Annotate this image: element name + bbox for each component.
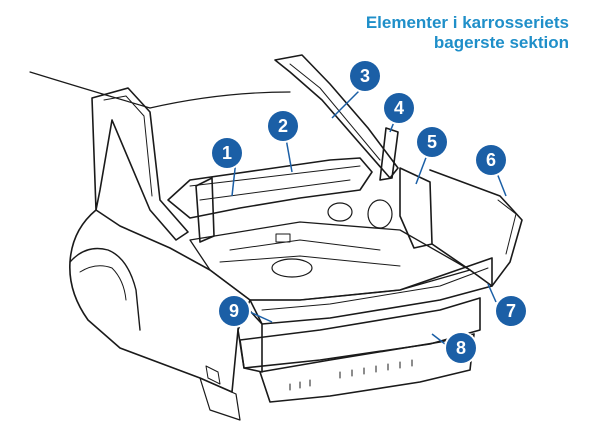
roof-rear-line — [149, 91, 291, 109]
callout-1: 1 — [212, 138, 242, 168]
trunk-lid-frame — [274, 54, 399, 179]
callout-8: 8 — [446, 333, 476, 363]
roof-outline — [29, 71, 151, 109]
wheel-arch — [69, 247, 141, 331]
callout-7: 7 — [496, 296, 526, 326]
left-pillar — [91, 87, 189, 241]
spare-wheel-well — [271, 258, 313, 278]
right-rear-corner — [429, 169, 523, 287]
shock-tower-left — [195, 177, 215, 243]
callout-3: 3 — [350, 61, 380, 91]
callout-6: 6 — [476, 145, 506, 175]
rear-end-panel — [249, 257, 493, 325]
callout-9: 9 — [219, 296, 249, 326]
floor-panel-opening — [275, 233, 291, 243]
callout-4: 4 — [384, 93, 414, 123]
diagram-title-line-1: Elementer i karrosseriets — [365, 13, 569, 32]
diagram-title-line-2: bagerste sektion — [433, 33, 569, 52]
rear-bumper-panel — [259, 333, 475, 403]
left-quarter-panel — [69, 209, 251, 393]
parcel-shelf — [167, 157, 373, 219]
right-pillar-bracket — [379, 127, 399, 181]
lower-rear-skirt — [239, 297, 481, 369]
callout-2: 2 — [268, 111, 298, 141]
right-inner-wall — [399, 167, 433, 249]
callout-5: 5 — [417, 127, 447, 157]
